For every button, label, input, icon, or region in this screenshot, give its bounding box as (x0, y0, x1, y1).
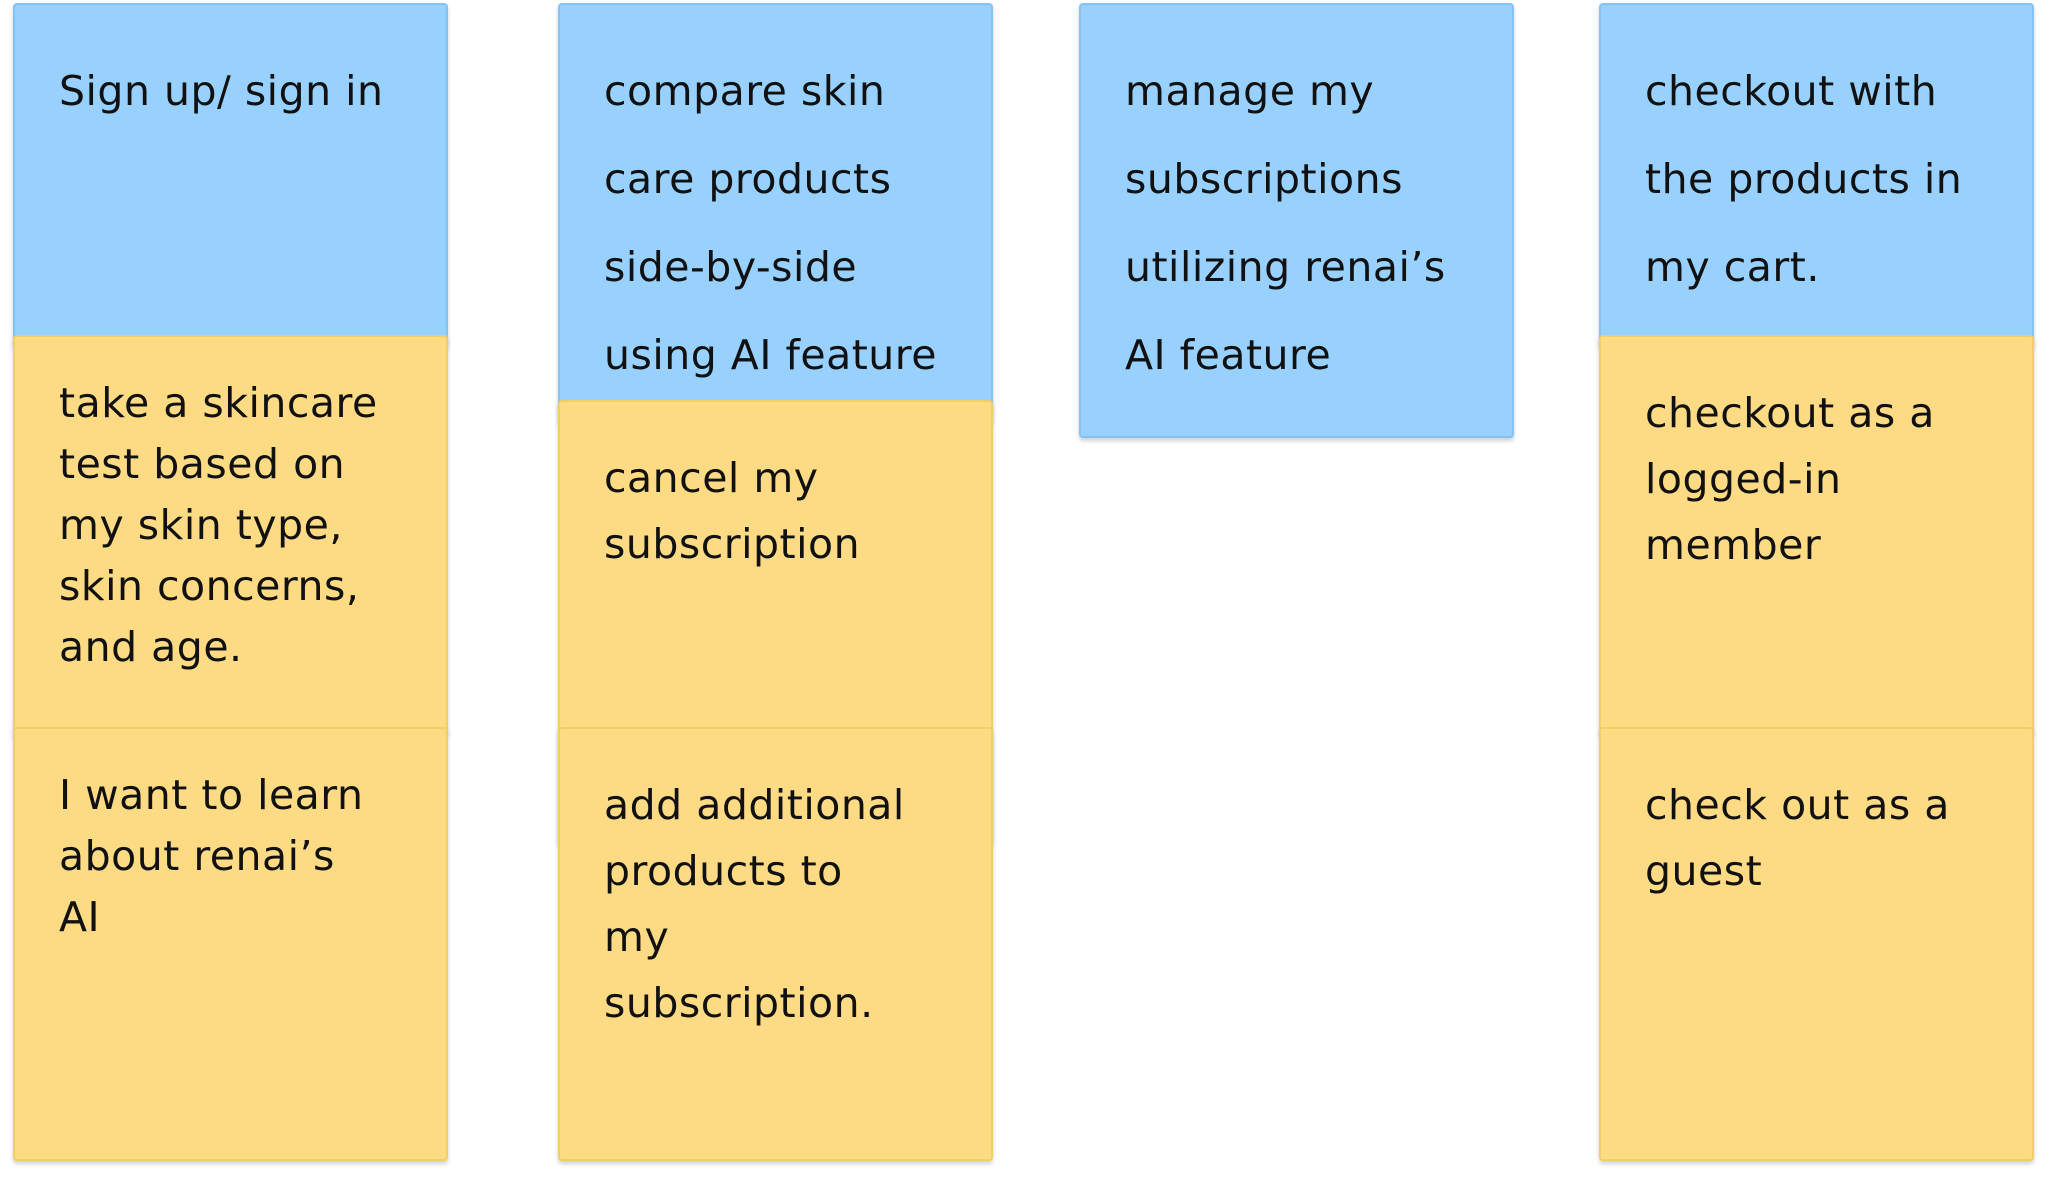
story-note[interactable]: check out as a guest (1599, 727, 2034, 1161)
epic-note[interactable]: Sign up/ sign in (13, 3, 448, 348)
story-note[interactable]: take a skincare test based on my skin ty… (13, 335, 448, 735)
epic-note[interactable]: compare skin care products side-by-side … (558, 3, 993, 423)
story-note[interactable]: I want to learn about renai’s AI (13, 727, 448, 1161)
story-note[interactable]: checkout as a logged-in member (1599, 335, 2034, 735)
story-note[interactable]: add additional products to my subscripti… (558, 727, 993, 1161)
epic-note[interactable]: manage my subscriptions utilizing renai’… (1079, 3, 1514, 438)
epic-note[interactable]: checkout with the products in my cart. (1599, 3, 2034, 348)
